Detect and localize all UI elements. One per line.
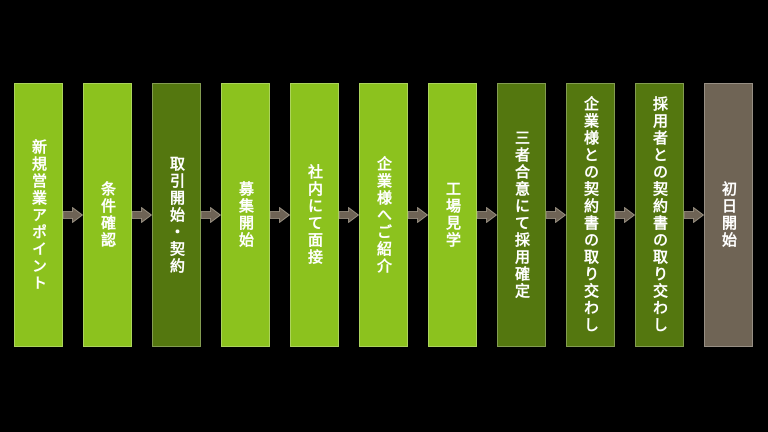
step-label: 取引開始・契約 [168,155,186,275]
step-bar-introduce-to-company: 企業様へご紹介 [359,83,408,347]
step-label: 募集開始 [237,181,255,249]
step-bar-recruitment-start: 募集開始 [221,83,270,347]
arrow-right-icon [201,83,221,347]
step-bar-internal-interview: 社内にて面接 [290,83,339,347]
arrow-right-icon [477,83,497,347]
arrow-right-icon [270,83,290,347]
step-bar-first-day-start: 初日開始 [704,83,753,347]
step-label: 企業様との契約書の取り交わし [582,96,600,334]
arrow-right-icon [684,83,704,347]
step-label: 採用者との契約書の取り交わし [651,96,669,334]
step-label: 条件確認 [99,181,117,249]
step-bar-new-sales-appointment: 新規営業アポイント [14,83,63,347]
step-label: 新規営業アポイント [30,138,48,292]
arrow-right-icon [63,83,83,347]
step-bar-company-contract-exchange: 企業様との契約書の取り交わし [566,83,615,347]
step-label: 三者合意にて採用確定 [513,130,531,300]
step-bar-trade-start-contract: 取引開始・契約 [152,83,201,347]
step-bar-condition-check: 条件確認 [83,83,132,347]
step-bar-hire-contract-exchange: 採用者との契約書の取り交わし [635,83,684,347]
step-label: 工場見学 [444,181,462,249]
step-label: 企業様へご紹介 [375,155,393,275]
arrow-right-icon [132,83,152,347]
arrow-right-icon [546,83,566,347]
step-bar-three-party-agreement: 三者合意にて採用確定 [497,83,546,347]
step-label: 社内にて面接 [306,164,324,266]
arrow-right-icon [408,83,428,347]
arrow-right-icon [615,83,635,347]
step-bar-factory-tour: 工場見学 [428,83,477,347]
arrow-right-icon [339,83,359,347]
step-label: 初日開始 [720,181,738,249]
process-flow: 新規営業アポイント 条件確認 取引開始・契約 募集開始 [14,83,753,347]
